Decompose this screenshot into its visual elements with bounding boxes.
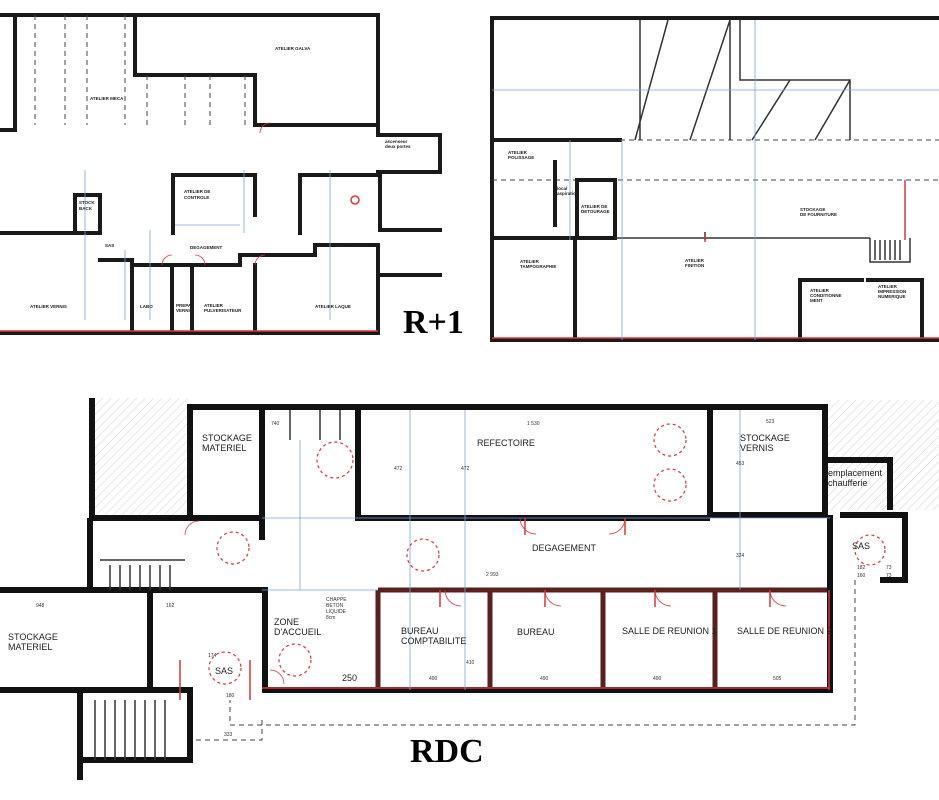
room-label: REFECTOIRE xyxy=(477,438,535,448)
room-label: CONTROLE xyxy=(184,195,209,200)
room-label: ATELIER xyxy=(520,259,540,264)
room-label: FINITION xyxy=(685,263,704,268)
room-label: SAS xyxy=(215,666,233,676)
room-label: SAS xyxy=(852,541,870,551)
room-label: VERNIS xyxy=(740,443,774,453)
dimension-label: 333 xyxy=(224,732,233,738)
room-label: ATELIER LAQUE xyxy=(315,304,351,309)
room-label: BUREAU xyxy=(401,626,439,636)
room-label: CONDITIONNE xyxy=(810,293,842,298)
dimension-label: 410 xyxy=(466,660,475,666)
room-label: emplacement xyxy=(828,468,883,478)
room-label: ascenseur xyxy=(385,139,408,144)
room-label: DEGAGEMENT xyxy=(190,245,223,250)
room-label: DE FOURNITURE xyxy=(800,212,837,217)
room-label: D'ACCUEIL xyxy=(274,627,321,637)
dimension-label: 472 xyxy=(461,466,470,472)
room-label: ATELIER xyxy=(204,303,224,308)
room-label: chaufferie xyxy=(828,478,867,488)
dimension-label: 1 530 xyxy=(527,421,540,427)
room-label: SAS xyxy=(105,243,114,248)
room-label: BETON xyxy=(326,603,344,609)
room-label: IMPRESSION xyxy=(878,289,906,294)
dimension-label: 490 xyxy=(540,676,549,682)
room-label: LIQUIDE xyxy=(326,609,347,615)
room-label: STOCKAGE xyxy=(202,433,252,443)
room-label: SALLE DE REUNION 1 xyxy=(622,626,717,636)
dimension-label: 740 xyxy=(271,421,280,427)
dimension-label: 490 xyxy=(653,676,662,682)
r1-left-plan: ATELIER GALVA ATELIER MECA ATELIER DE CO… xyxy=(0,13,442,335)
dimension-label: 182 xyxy=(857,565,866,571)
room-label: ATELIER xyxy=(878,284,898,289)
room-label: STOCKAGE xyxy=(800,207,825,212)
room-label: STOCK xyxy=(79,200,95,205)
room-label: local xyxy=(557,186,567,191)
dimension-label: 453 xyxy=(736,461,745,467)
dimension-label: 505 xyxy=(773,676,782,682)
room-label: DEGAGEMENT xyxy=(335,243,368,248)
room-label: STOCKAGE xyxy=(740,433,790,443)
r1-right-plan: ATELIER POLISSAGE local aspiration ATELI… xyxy=(490,16,939,342)
room-label: SALLE DE REUNION 2 xyxy=(737,626,832,636)
room-label: ATELIER xyxy=(508,150,528,155)
dimension-label: 324 xyxy=(736,553,745,559)
room-label: ATELIER DE xyxy=(184,189,210,194)
room-label: deux portes xyxy=(385,144,411,149)
room-label: ATELIER xyxy=(810,288,830,293)
dimension-label: 948 xyxy=(36,603,45,609)
room-label: DEGAGEMENT xyxy=(532,543,597,553)
room-label: CHAPPE xyxy=(326,597,347,603)
dimension-label: 180 xyxy=(226,693,235,699)
room-label: MENT xyxy=(810,298,823,303)
dimension-label: 250 xyxy=(342,673,357,683)
dimension-label: 160 xyxy=(857,573,866,579)
dimension-label: 2 993 xyxy=(486,572,499,578)
room-label: ZONE xyxy=(274,617,299,627)
dimension-label: 490 xyxy=(429,676,438,682)
dimension-label: 523 xyxy=(766,419,775,425)
room-label: ATELIER VERNIS xyxy=(30,304,67,309)
room-label: PULVERISATEUR xyxy=(204,308,242,313)
room-label: ATELIER GALVA xyxy=(275,46,311,51)
room-label: aspiration xyxy=(557,191,579,196)
dimension-label: 73 xyxy=(886,565,892,571)
dimension-label: 162 xyxy=(166,603,175,609)
room-label: 8cm xyxy=(326,615,335,621)
room-label: COMPTABILITE xyxy=(401,636,466,646)
room-label: POLISSAGE xyxy=(508,155,534,160)
room-label: DETOURAGE xyxy=(581,209,610,214)
room-label: ATELIER DE xyxy=(581,204,607,209)
room-label: ATELIER MECA xyxy=(90,96,124,101)
room-label: PREPA xyxy=(176,303,192,308)
level-label-r1: R+1 xyxy=(403,304,464,341)
room-label: MATERIEL xyxy=(8,642,52,652)
room-label: ATELIER xyxy=(685,258,705,263)
room-label: LABO xyxy=(140,304,153,309)
dimension-label: 73 xyxy=(886,573,892,579)
room-label: STOCKAGE xyxy=(8,632,58,642)
room-label: BACK xyxy=(79,206,93,211)
room-label: TAMPOGRAPHIE xyxy=(520,264,556,269)
dimension-label: 174 xyxy=(208,653,217,659)
level-label-rdc: RDC xyxy=(410,733,484,770)
room-label: NUMERIQUE xyxy=(878,294,906,299)
room-label: MATERIEL xyxy=(202,443,246,453)
room-label: VERNIS xyxy=(176,308,193,313)
dimension-label: 472 xyxy=(394,466,403,472)
room-label: BUREAU xyxy=(517,627,555,637)
rdc-plan: STOCKAGE MATERIEL REFECTOIRE STOCKAGE VE… xyxy=(0,398,939,780)
